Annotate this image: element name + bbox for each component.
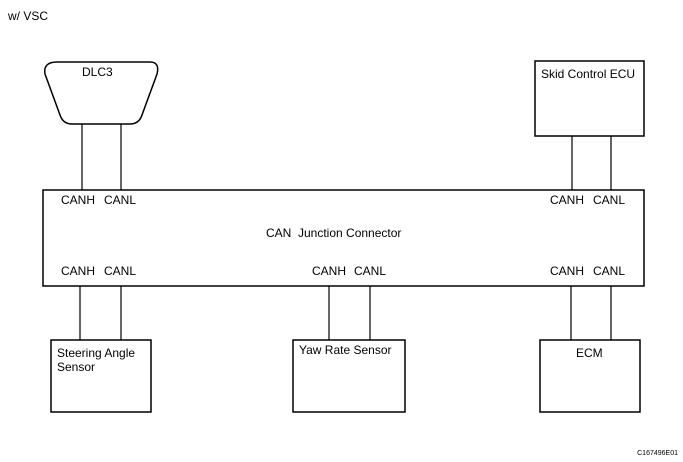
pin-canh-bottom-right: CANH <box>550 264 584 278</box>
pin-canl-bottom-right: CANL <box>593 264 625 278</box>
skid-control-ecu-label: Skid Control ECU <box>541 67 635 81</box>
can-junction-connector-box <box>42 189 645 287</box>
steering-angle-sensor-box <box>50 339 152 413</box>
figure-code: C167496E01 <box>637 450 678 457</box>
skid-control-ecu-box <box>534 60 645 137</box>
pin-canl-bottom-middle: CANL <box>354 264 386 278</box>
pin-canl-top-right: CANL <box>593 193 625 207</box>
yaw-rate-sensor-label: Yaw Rate Sensor <box>299 343 392 357</box>
can-junction-connector-label: CAN Junction Connector <box>266 226 401 240</box>
pin-canh-bottom-left: CANH <box>61 264 95 278</box>
pin-canh-top-right: CANH <box>550 193 584 207</box>
ecm-box <box>539 339 641 413</box>
dlc3-label: DLC3 <box>82 65 113 79</box>
variant-label: w/ VSC <box>7 9 48 23</box>
steering-angle-sensor-label-line2: Sensor <box>57 360 95 374</box>
pin-canl-top-left: CANL <box>104 193 136 207</box>
ecm-label: ECM <box>576 346 603 360</box>
pin-canh-bottom-middle: CANH <box>312 264 346 278</box>
dlc3-connector-shape <box>44 61 159 125</box>
yaw-rate-sensor-box <box>292 339 406 413</box>
pin-canh-top-left: CANH <box>61 193 95 207</box>
pin-canl-bottom-left: CANL <box>104 264 136 278</box>
steering-angle-sensor-label-line1: Steering Angle <box>57 346 135 360</box>
